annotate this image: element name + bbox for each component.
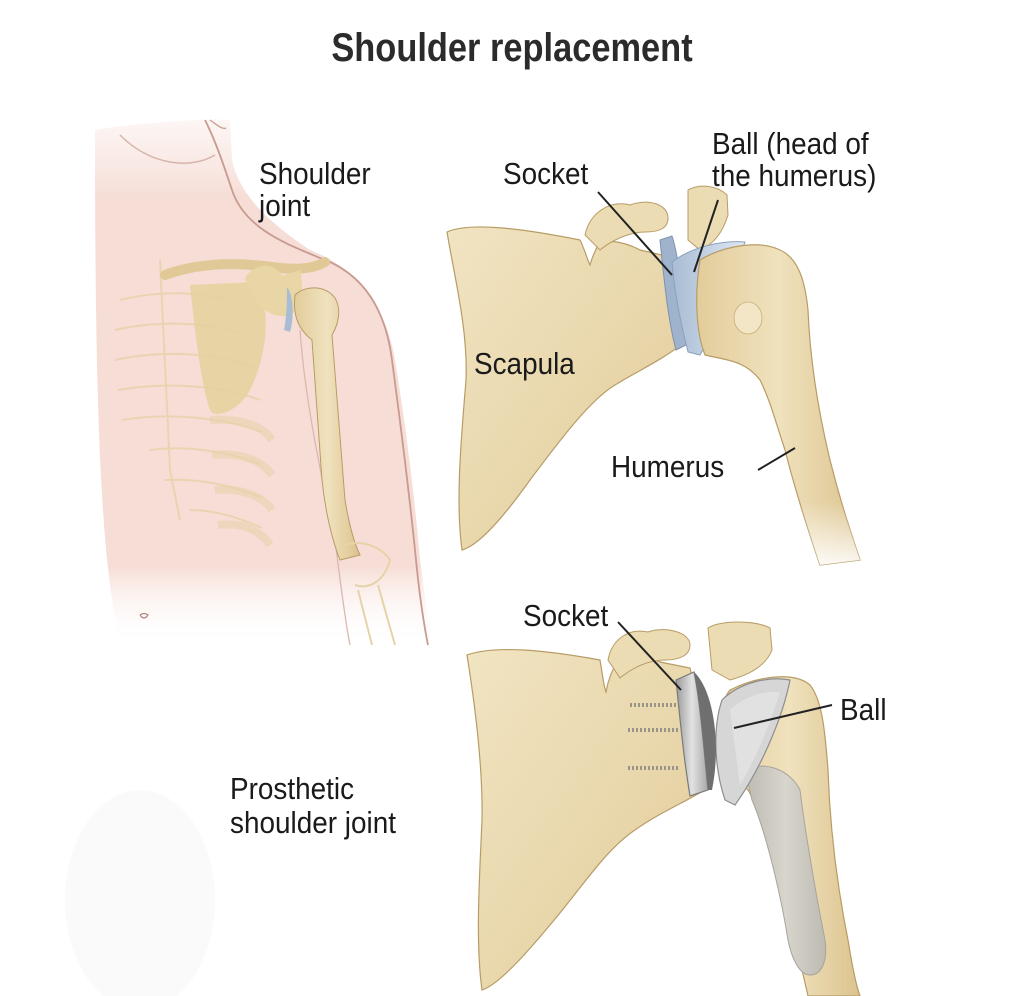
- prosthetic-shoulder-illustration: [466, 621, 861, 996]
- label-prosthetic-line1: Prosthetic: [230, 771, 355, 806]
- label-humerus: Humerus: [611, 449, 725, 484]
- label-scapula: Scapula: [474, 346, 575, 381]
- label-ball-line1: Ball (head of: [712, 126, 869, 161]
- label-socket-natural: Socket: [503, 156, 589, 191]
- natural-shoulder-illustration: [446, 185, 861, 566]
- background-shadow: [65, 790, 215, 996]
- body-torso-illustration: [80, 119, 432, 650]
- label-shoulder-joint-line2: joint: [259, 188, 311, 223]
- label-shoulder-joint-line1: Shoulder: [259, 156, 371, 191]
- label-ball-prosthetic: Ball: [840, 692, 887, 727]
- label-socket-prosthetic: Socket: [523, 598, 609, 633]
- label-prosthetic-line2: shoulder joint: [230, 805, 396, 840]
- label-ball-line2: the humerus): [712, 158, 877, 193]
- page-title: Shoulder replacement: [331, 26, 693, 70]
